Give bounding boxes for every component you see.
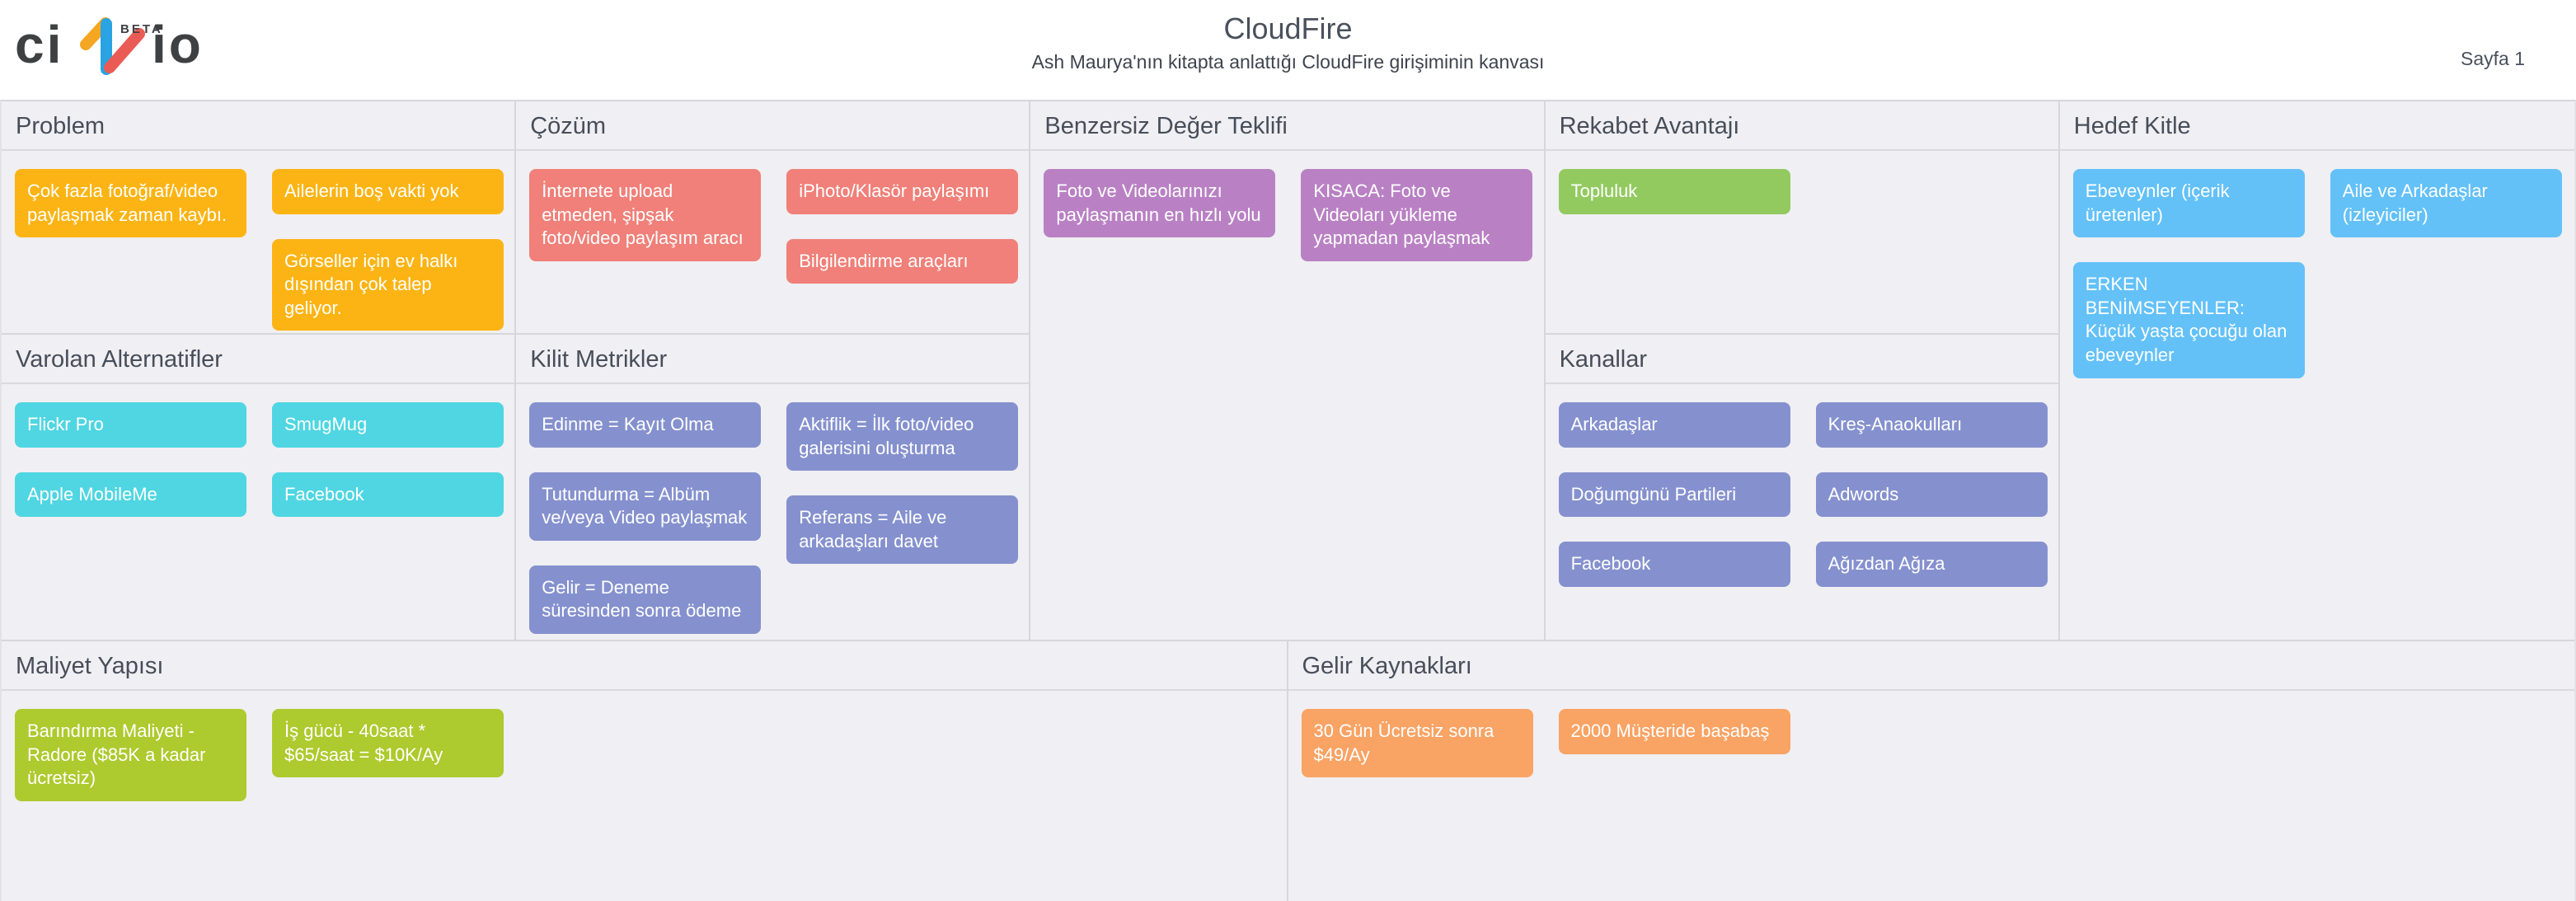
canvas-card[interactable]: Referans = Aile ve arkadaşları davet xyxy=(786,495,1019,565)
canvas-card[interactable]: Kreş-Anaokulları xyxy=(1815,402,2048,448)
card-column: Barındırma Maliyeti - Radore ($85K a kad… xyxy=(15,709,246,801)
section-cards: Foto ve Videolarınızı paylaşmanın en hız… xyxy=(1030,151,1543,275)
canvas-card[interactable]: KISACA: Foto ve Videoları yükleme yapmad… xyxy=(1301,169,1533,261)
section-solution: Çözüm İnternete upload etmeden, şipşak f… xyxy=(516,101,1031,335)
canvas-card[interactable]: Ebeveynler (içerik üretenler) xyxy=(2072,169,2305,238)
canvas-card[interactable]: Facebook xyxy=(272,472,504,518)
card-column: Topluluk xyxy=(1558,169,1790,214)
canvas-card[interactable]: SmugMug xyxy=(272,402,504,448)
section-cards: İnternete upload etmeden, şipşak foto/vi… xyxy=(516,151,1029,297)
section-title: Kilit Metrikler xyxy=(516,335,1030,384)
section-unique-value-proposition: Benzersiz Değer Teklifi Foto ve Videolar… xyxy=(1030,101,1546,641)
canvas-card[interactable]: Görseller için ev halkı dışından çok tal… xyxy=(272,238,504,331)
section-title: Rekabet Avantajı xyxy=(1545,101,2058,151)
canvas-card[interactable]: Edinme = Kayıt Olma xyxy=(529,402,762,448)
canvas-card[interactable]: Aktiflik = İlk foto/video galerisini olu… xyxy=(786,402,1019,472)
canvas-card[interactable]: Topluluk xyxy=(1558,169,1790,214)
canvas-card[interactable]: Gelir = Deneme süresinden sonra ödeme xyxy=(529,565,762,634)
card-column: Aile ve Arkadaşlar (izleyiciler) xyxy=(2330,169,2562,238)
section-cards: 30 Gün Ücretsiz sonra $49/Ay 2000 Müşteri… xyxy=(1288,691,2575,791)
app-logo: ci BETA io xyxy=(13,7,211,82)
section-title: Maliyet Yapısı xyxy=(2,641,1287,691)
section-title: Benzersiz Değer Teklifi xyxy=(1030,101,1544,151)
logo-text-right: io xyxy=(152,15,204,74)
canvas-card[interactable]: Doğumgünü Partileri xyxy=(1558,472,1790,518)
section-cards: Çok fazla fotoğraf/video paylaşmak zaman… xyxy=(2,151,514,333)
card-column: Aktiflik = İlk foto/video galerisini olu… xyxy=(786,402,1019,565)
canvas-card[interactable]: Aile ve Arkadaşlar (izleyiciler) xyxy=(2330,169,2562,238)
canvas-card[interactable]: Apple MobileMe xyxy=(15,472,246,518)
section-title: Hedef Kitle xyxy=(2059,101,2574,151)
section-cards: Topluluk xyxy=(1546,151,2058,228)
section-title: Çözüm xyxy=(516,101,1030,151)
page-indicator: Sayfa 1 xyxy=(2461,48,2525,69)
canvas-card[interactable]: 30 Gün Ücretsiz sonra $49/Ay xyxy=(1301,709,1533,778)
section-unfair-advantage: Rekabet Avantajı Topluluk xyxy=(1545,101,2060,335)
card-column: 30 Gün Ücretsiz sonra $49/Ay xyxy=(1301,709,1533,778)
card-column: Çok fazla fotoğraf/video paylaşmak zaman… xyxy=(15,169,246,238)
section-cards: Ebeveynler (içerik üretenler) ERKEN BENİM… xyxy=(2060,151,2574,392)
canvas-card[interactable]: Foto ve Videolarınızı paylaşmanın en hız… xyxy=(1044,169,1276,238)
lean-canvas: Problem Çok fazla fotoğraf/video paylaşm… xyxy=(0,100,2576,901)
page-subtitle: Ash Maurya'nın kitapta anlattığı CloudFi… xyxy=(1031,51,1545,73)
canvas-card[interactable]: Barındırma Maliyeti - Radore ($85K a kad… xyxy=(15,709,246,801)
section-cards: Barındırma Maliyeti - Radore ($85K a kad… xyxy=(2,691,1287,814)
top-bar: ci BETA io CloudFire Ash Maurya'nın kita… xyxy=(0,0,2576,100)
canvas-card[interactable]: iPhoto/Klasör paylaşımı xyxy=(786,169,1019,214)
canvas-card[interactable]: 2000 Müşteride başabaş xyxy=(1558,709,1790,754)
card-column: KISACA: Foto ve Videoları yükleme yapmad… xyxy=(1301,169,1533,261)
canvas-card[interactable]: Ailelerin boş vakti yok xyxy=(272,169,504,214)
section-title: Gelir Kaynakları xyxy=(1288,641,2574,691)
card-column: İş gücü - 40saat * $65/saat = $10K/Ay xyxy=(272,709,504,778)
page-title: CloudFire xyxy=(1223,12,1353,45)
canvas-card[interactable]: Adwords xyxy=(1815,472,2048,518)
card-column: Ebeveynler (içerik üretenler) ERKEN BENİM… xyxy=(2072,169,2305,378)
section-target-audience: Hedef Kitle Ebeveynler (içerik üretenler… xyxy=(2059,101,2574,641)
section-revenue-streams: Gelir Kaynakları 30 Gün Ücretsiz sonra $… xyxy=(1288,641,2575,901)
section-cost-structure: Maliyet Yapısı Barındırma Maliyeti - Rad… xyxy=(2,641,1288,901)
canvas-card[interactable]: Facebook xyxy=(1558,542,1790,587)
section-title: Problem xyxy=(2,101,515,151)
section-problem: Problem Çok fazla fotoğraf/video paylaşm… xyxy=(2,101,517,335)
canvas-card[interactable]: Flickr Pro xyxy=(15,402,246,448)
card-column: Foto ve Videolarınızı paylaşmanın en hız… xyxy=(1044,169,1276,238)
section-title: Varolan Alternatifler xyxy=(2,335,515,384)
logo-badge: BETA xyxy=(120,22,163,36)
card-column: 2000 Müşteride başabaş xyxy=(1558,709,1790,754)
canvas-card[interactable]: Tutundurma = Albüm ve/veya Video paylaşm… xyxy=(529,472,762,541)
logo-text-left: ci xyxy=(15,15,63,74)
canvas-card[interactable]: Çok fazla fotoğraf/video paylaşmak zaman… xyxy=(15,169,246,238)
logo-red-stroke xyxy=(104,28,145,73)
canvas-card[interactable]: Bilgilendirme araçları xyxy=(786,238,1019,284)
canvas-card[interactable]: Ağızdan Ağıza xyxy=(1815,542,2048,587)
section-title: Kanallar xyxy=(1545,335,2058,384)
card-column: İnternete upload etmeden, şipşak foto/vi… xyxy=(529,169,762,261)
canvas-card[interactable]: Arkadaşlar xyxy=(1558,402,1790,448)
canvas-card[interactable]: İş gücü - 40saat * $65/saat = $10K/Ay xyxy=(272,709,504,778)
canvas-card[interactable]: ERKEN BENİMSEYENLER: Küçük yaşta çocuğu … xyxy=(2072,262,2305,378)
canvas-card[interactable]: İnternete upload etmeden, şipşak foto/vi… xyxy=(529,169,762,261)
